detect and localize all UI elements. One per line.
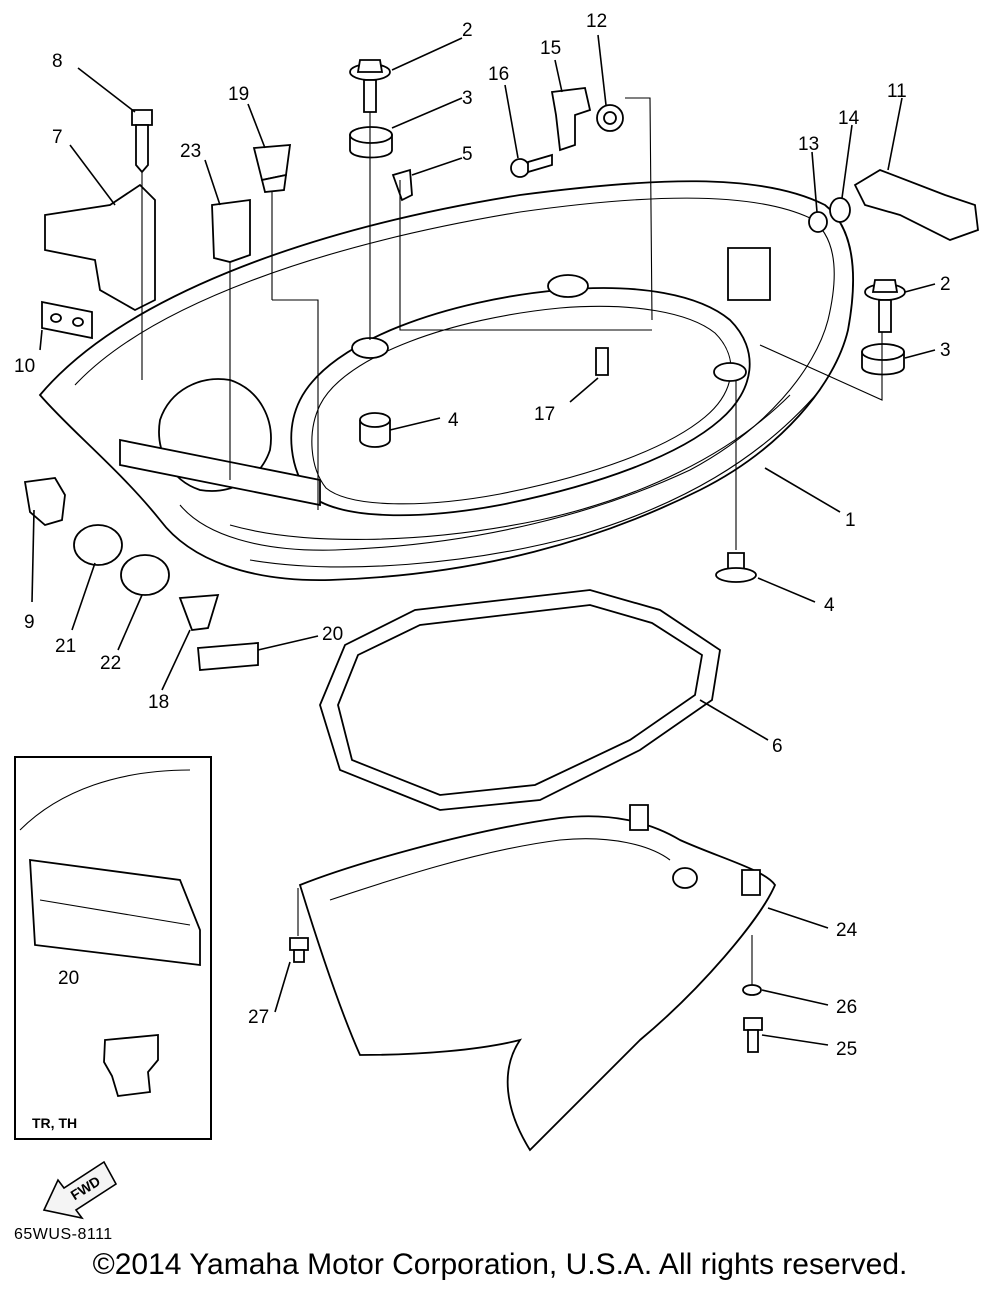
clip-part-5 [391,168,413,202]
bolt-part-2-right [864,279,906,333]
callout-18: 18 [148,692,169,713]
collar-part-4-lower [715,552,757,583]
callout-16: 16 [488,64,509,85]
clip-part-23 [211,198,251,263]
plug-part-18 [178,593,220,631]
callout-22: 22 [100,653,121,674]
cap-part-9 [23,477,66,527]
drawing-code: 65WUS-8111 [14,1226,113,1243]
callout-labels: 2 3 5 8 7 19 23 16 15 12 11 14 13 2 3 10… [14,11,951,1060]
callout-11: 11 [887,81,907,102]
grommet-part-3-top [349,126,393,159]
callout-8: 8 [52,51,63,72]
bolt-part-2-top [349,59,391,113]
callout-27: 27 [248,1007,269,1028]
callout-13: 13 [798,134,819,155]
inset-detail-box: TR, TH [14,756,212,1140]
callout-20-main: 20 [322,624,343,645]
cover-part-24 [298,804,777,1152]
inset-label: TR, TH [32,1115,77,1131]
callout-2-top: 2 [462,20,473,41]
callout-3-right: 3 [940,340,951,361]
bracket-part-7 [44,183,156,312]
callout-14: 14 [838,108,860,129]
callout-12: 12 [586,11,607,32]
grommet-part-3-right [861,343,905,376]
bolt-part-8 [131,109,153,174]
plug-part-21 [73,524,123,566]
callout-3-top: 3 [462,88,473,109]
washer-part-14 [829,197,851,223]
callout-17: 17 [534,404,555,425]
callout-26: 26 [836,997,857,1018]
plug-part-22 [120,554,170,596]
collar-part-12 [596,104,624,132]
callout-6: 6 [772,736,783,757]
callout-1: 1 [845,510,856,531]
screw-part-16 [510,153,553,178]
callout-10: 10 [14,356,35,377]
callout-19: 19 [228,84,249,105]
callout-15: 15 [540,38,561,59]
plate-part-10 [41,300,93,340]
fwd-arrow: FWD [42,1160,118,1220]
grommet-part-20 [197,642,259,671]
assembly-axis-lines [141,97,883,1010]
callout-21: 21 [55,636,76,657]
callout-2-right: 2 [940,274,951,295]
callout-9: 9 [24,612,35,633]
bottom-cowling-part [38,180,854,581]
callout-23: 23 [180,141,201,162]
callout-4-lower: 4 [824,595,835,616]
callout-5: 5 [462,144,473,165]
washer-part-26 [742,984,762,996]
callout-25: 25 [836,1039,857,1060]
bushing-part-13 [808,211,828,233]
bolt-part-27 [289,937,309,963]
grommet-part-19 [252,144,292,193]
callout-20-inset: 20 [58,968,79,989]
bracket-part-15 [550,87,592,152]
leader-lines [31,34,936,1046]
bolt-part-25 [743,1017,763,1053]
callout-4-upper: 4 [448,410,459,431]
lever-part-11 [853,169,979,241]
copyright-notice: ©2014 Yamaha Motor Corporation, U.S.A. A… [92,1248,908,1281]
screw-part-17 [595,347,609,376]
callout-7: 7 [52,127,63,148]
callout-24: 24 [836,920,858,941]
seal-part-6 [319,589,721,811]
